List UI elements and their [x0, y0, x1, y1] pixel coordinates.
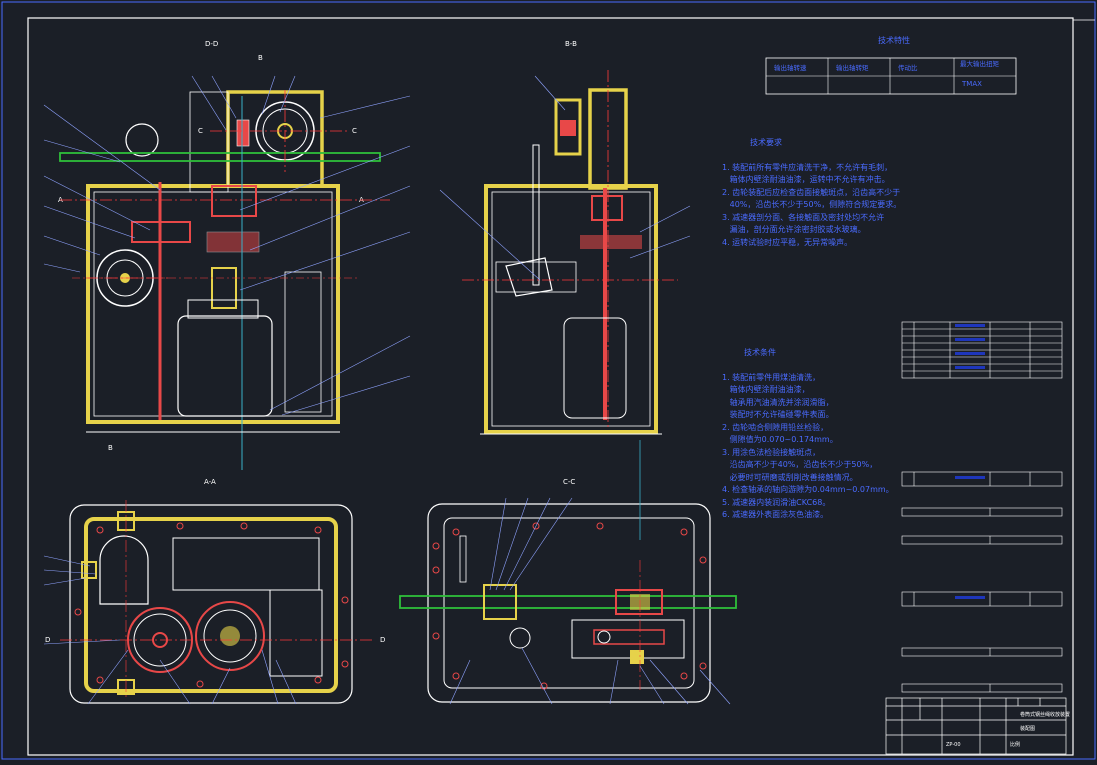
view-bottom-right: C-C	[399, 440, 737, 705]
sheet-inner-border	[27, 17, 1074, 756]
tech-conditions-lines: 1. 装配前零件用煤油清洗， 箱体内壁涂耐油油漆， 轴承用汽油清洗并涂润滑脂， …	[722, 372, 894, 522]
view-label-top-left: D-D	[205, 40, 218, 48]
housing-wall-side	[484, 184, 658, 434]
drum-pulley	[125, 123, 159, 157]
parts-list-highlights	[955, 324, 985, 599]
tech-conditions-line: 1. 装配前零件用煤油清洗，	[722, 372, 821, 382]
tech-requirements: 技术要求 1. 装配前所有零件应清洗干净，不允许有毛刺， 箱体内壁涂耐油油漆，运…	[722, 124, 901, 262]
view-bottom-left: A-A D D	[43, 478, 385, 705]
tech-conditions-title: 技术条件	[744, 347, 776, 357]
wire-rope-shaft-plan	[399, 595, 737, 609]
tech-conditions-line: 6. 减速器外表面涂灰色油漆。	[722, 510, 829, 519]
tech-requirements-line: 3. 减速器剖分面、各接触面及密封处均不允许	[722, 212, 885, 222]
section-mark-b-bottom: B	[108, 444, 113, 452]
spec-cell-4: 最大输出扭矩	[960, 59, 1000, 68]
tech-conditions-line: 3. 用涂色法检验接触斑点，	[722, 447, 821, 457]
tech-conditions: 技术条件 1. 装配前零件用煤油清洗， 箱体内壁涂耐油油漆， 轴承用汽油清洗并涂…	[722, 334, 894, 534]
title-block-number: ZP-00	[946, 742, 961, 748]
title-block-scale: 比例	[1010, 741, 1020, 748]
tech-requirements-lines: 1. 装配前所有零件应清洗干净，不允许有毛刺， 箱体内壁涂耐油油漆，运转中不允许…	[722, 162, 901, 250]
spec-table-title: 技术特性	[878, 35, 910, 45]
wire-rope-shaft	[59, 152, 381, 162]
view-top-right: B-B	[439, 40, 691, 435]
tech-conditions-line: 装配时不允许磕碰零件表面。	[722, 410, 834, 419]
gear-stack	[211, 185, 257, 217]
view-label-bottom-right: C-C	[563, 478, 575, 486]
motor-body	[177, 315, 273, 417]
tech-requirements-line: 40%，沿齿长不少于50%，侧隙符合规定要求。	[722, 200, 902, 209]
parts-list	[901, 321, 1063, 693]
tech-conditions-line: 4. 检查轴承的轴向游隙为0.04mm~0.07mm。	[722, 485, 894, 494]
section-mark-b-top: B	[258, 54, 263, 62]
tech-requirements-line: 漏油，剖分面允许涂密封胶或水玻璃。	[722, 225, 866, 234]
tech-conditions-line: 5. 减速器内装润滑油CKC68。	[722, 497, 831, 507]
spec-cell-3: 传动比	[898, 63, 918, 72]
tech-requirements-line: 1. 装配前所有零件应清洗干净，不允许有毛刺，	[722, 162, 893, 172]
tech-requirements-line: 箱体内壁涂耐油油漆，运转中不允许有冲击。	[722, 175, 890, 184]
tech-requirements-line: 2. 齿轮装配后应检查齿面接触斑点，沿齿高不少于	[722, 187, 901, 197]
section-mark-d-left: D	[45, 636, 50, 644]
spec-cell-1: 输出轴转速	[774, 63, 807, 72]
gear-bottom-2	[195, 601, 265, 671]
base-outline	[69, 504, 353, 704]
lever-arm	[532, 144, 540, 286]
view-label-bottom-left: A-A	[204, 478, 216, 486]
title-block-name: 卷筒式钢丝绳收放装置	[1020, 711, 1070, 718]
title-block-sub: 装配图	[1020, 725, 1035, 732]
tech-requirements-title: 技术要求	[750, 137, 782, 147]
tech-conditions-line: 沿齿高不少于40%，沿齿长不少于50%，	[722, 460, 878, 469]
tech-conditions-line: 侧隙值为0.070~0.174mm。	[722, 435, 838, 444]
tech-conditions-line: 箱体内壁涂耐油油漆，	[722, 385, 810, 394]
tech-requirements-line: 4. 运转试验时应平稳，无异常噪声。	[722, 237, 853, 247]
spec-cell-2: 输出轴转矩	[836, 63, 869, 72]
section-mark-c-left: C	[198, 127, 203, 135]
tech-conditions-line: 轴承用汽油清洗并涂润滑脂，	[722, 397, 834, 407]
section-mark-d-right: D	[380, 636, 385, 644]
section-mark-c-right: C	[352, 127, 357, 135]
view-label-top-right: B-B	[565, 40, 577, 48]
base-outline-right	[427, 503, 711, 703]
title-block	[885, 697, 1067, 755]
view-top-left: D-D B C C A A B	[43, 40, 411, 470]
tech-conditions-line: 必要时可研磨或刮削改善接触情况。	[722, 472, 858, 482]
tech-conditions-line: 2. 齿轮啮合侧隙用铅丝检验，	[722, 422, 829, 432]
spec-table: 技术特性 输出轴转速 输出轴转矩 传动比 最大输出扭矩 TMAX	[765, 35, 1017, 95]
spec-cell-5: TMAX	[961, 80, 982, 88]
